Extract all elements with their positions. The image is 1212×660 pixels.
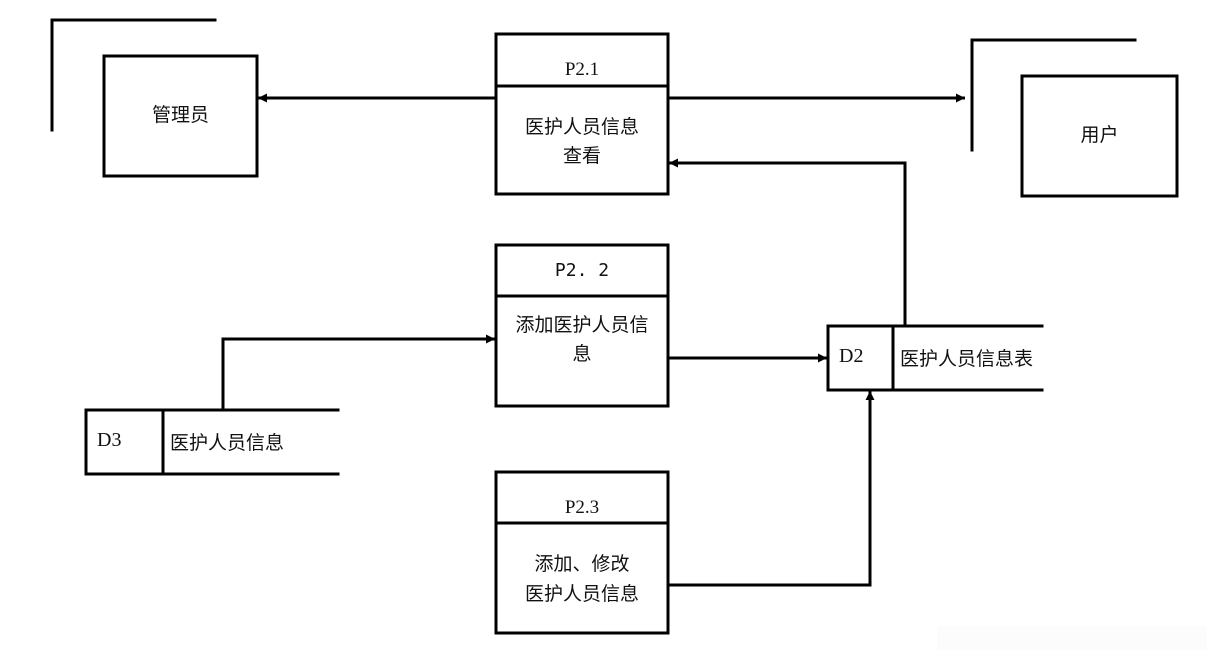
data-store-d3-code: D3 (97, 429, 122, 451)
data-store-d2-name: 医护人员信息表 (900, 348, 1034, 370)
external-entity-user-label: 用户 (1080, 124, 1119, 146)
process-p2-3-shape (494, 470, 670, 635)
background-shade (937, 626, 1207, 650)
process-p2-1-shape (494, 32, 670, 196)
data-store-d2-code: D2 (839, 345, 864, 367)
process-p2-2-number: P2. 2 (554, 260, 610, 281)
process-p2-2-shape (494, 243, 670, 408)
process-p2-3-number: P2.3 (564, 497, 600, 518)
process-p2-1-line-2: 查看 (562, 145, 601, 167)
external-entity-user-shape (970, 38, 1179, 198)
process-p2-1-line-1: 医护人员信息 (524, 116, 639, 138)
flow-d2-to-p2-1 (669, 158, 907, 326)
data-store-d3-shape (84, 408, 340, 476)
process-p2-1-number: P2.1 (564, 59, 600, 80)
external-entity-admin-shape (50, 18, 259, 178)
process-p2-2-line-2: 息 (572, 343, 592, 365)
data-store-d2-shape (826, 324, 1044, 392)
flow-p2-3-to-d2 (668, 391, 875, 587)
process-p2-3-line-2: 医护人员信息 (524, 583, 639, 605)
process-p2-2-line-1: 添加医护人员信 (515, 314, 649, 336)
external-entity-admin-label: 管理员 (151, 104, 209, 126)
flow-d3-to-p2-2 (221, 334, 495, 410)
process-p2-3-line-1: 添加、修改 (534, 553, 630, 575)
data-store-d3-name: 医护人员信息 (170, 432, 285, 454)
